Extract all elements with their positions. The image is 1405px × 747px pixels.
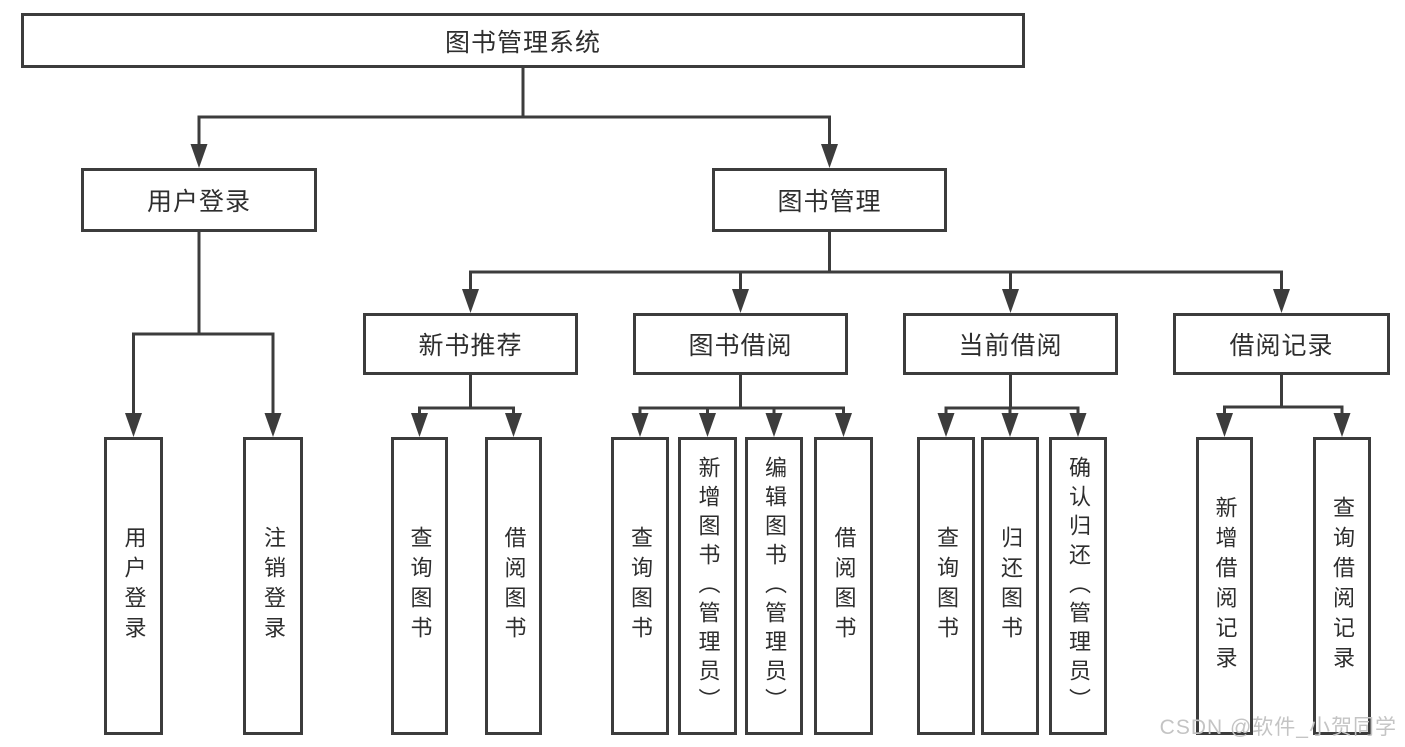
node-leaf-user-login-label: 用户登录 [121,526,147,646]
node-leaf-borrow-book-2-label: 借阅图书 [831,526,857,646]
node-leaf-borrow-book-1: 借阅图书 [485,437,542,735]
node-leaf-query-book-1-label: 查询图书 [407,526,433,646]
node-book-management: 图书管理 [712,168,947,232]
node-leaf-confirm-return-admin: 确认归还（管理员） [1049,437,1107,735]
node-leaf-query-borrow-record: 查询借阅记录 [1313,437,1371,735]
node-leaf-return-book-label: 归还图书 [998,526,1023,646]
node-new-book-recommend: 新书推荐 [363,313,578,375]
node-book-management-label: 图书管理 [777,188,882,216]
node-leaf-query-book-3: 查询图书 [917,437,975,735]
node-leaf-borrow-book-1-label: 借阅图书 [501,526,527,646]
node-leaf-borrow-book-2: 借阅图书 [814,437,873,735]
node-borrow-record-label: 借阅记录 [1229,332,1334,360]
node-leaf-edit-book-admin-label: 编辑图书（管理员） [762,455,787,717]
node-user-login: 用户登录 [81,168,317,232]
node-root-system: 图书管理系统 [21,13,1025,68]
node-leaf-add-borrow-record: 新增借阅记录 [1196,437,1253,735]
node-leaf-query-borrow-record-label: 查询借阅记录 [1330,496,1355,676]
node-leaf-logout: 注销登录 [243,437,303,735]
node-root-label: 图书管理系统 [444,28,601,57]
node-current-borrow-label: 当前借阅 [958,332,1063,360]
csdn-watermark: CSDN @软件_小贺同学 [1159,716,1397,739]
node-leaf-add-borrow-record-label: 新增借阅记录 [1212,496,1238,676]
node-leaf-user-login: 用户登录 [104,437,163,735]
node-leaf-add-book-admin-label: 新增图书（管理员） [695,455,721,717]
node-book-borrow-label: 图书借阅 [688,332,793,360]
node-borrow-record: 借阅记录 [1173,313,1390,375]
node-leaf-add-book-admin: 新增图书（管理员） [678,437,737,735]
node-current-borrow: 当前借阅 [903,313,1118,375]
node-book-borrow: 图书借阅 [633,313,848,375]
node-leaf-query-book-3-label: 查询图书 [934,526,959,646]
node-leaf-query-book-2-label: 查询图书 [628,526,653,646]
node-leaf-logout-label: 注销登录 [261,526,286,646]
node-new-book-recommend-label: 新书推荐 [418,332,523,360]
node-leaf-confirm-return-admin-label: 确认归还（管理员） [1066,455,1091,717]
node-leaf-query-book-1: 查询图书 [391,437,448,735]
node-leaf-edit-book-admin: 编辑图书（管理员） [745,437,803,735]
node-user-login-label: 用户登录 [146,188,251,216]
node-leaf-return-book: 归还图书 [981,437,1039,735]
node-leaf-query-book-2: 查询图书 [611,437,669,735]
